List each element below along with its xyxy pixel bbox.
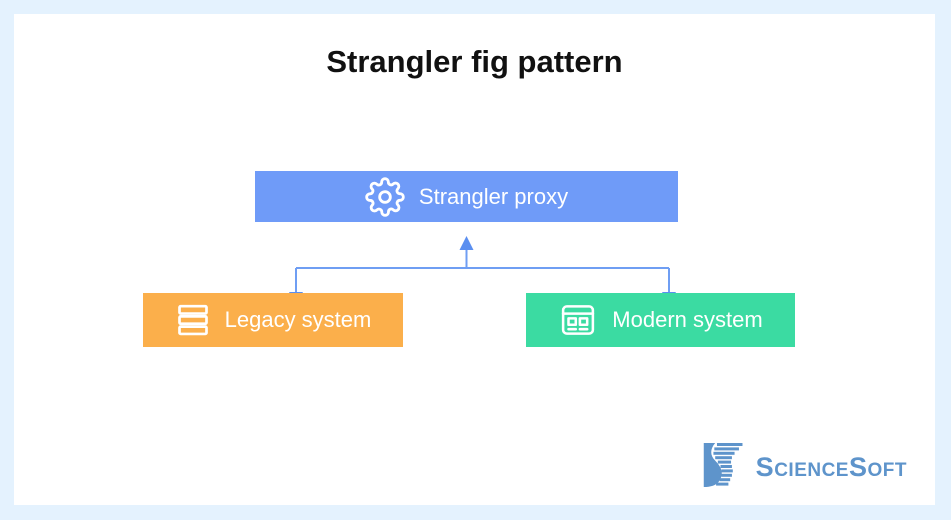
browser-window-icon [558,301,598,339]
legacy-system-node: Legacy system [143,293,403,347]
diagram-card: Strangler fig pattern Strangler proxy [14,14,935,505]
server-stack-icon [175,301,211,339]
logo-science-initial: S [755,452,775,482]
sciencesoft-logo-mark [702,440,746,495]
modern-system-node: Modern system [526,293,795,347]
strangler-proxy-node: Strangler proxy [255,171,678,222]
arrowhead-up-to-proxy [459,236,474,250]
strangler-proxy-label: Strangler proxy [418,183,569,209]
logo-soft-initial: S [848,452,868,482]
page-title: Strangler fig pattern [326,44,623,79]
sciencesoft-logo-text: ScienceSoft [756,452,907,483]
gear-icon [365,176,405,217]
connector-lines [295,247,670,295]
sciencesoft-logo: ScienceSoft [702,440,907,495]
legacy-system-label: Legacy system [224,307,372,332]
connector-arrows [289,236,676,305]
logo-soft-rest: oft [867,460,907,481]
logo-science-rest: cience [774,460,849,481]
modern-system-label: Modern system [612,307,763,332]
